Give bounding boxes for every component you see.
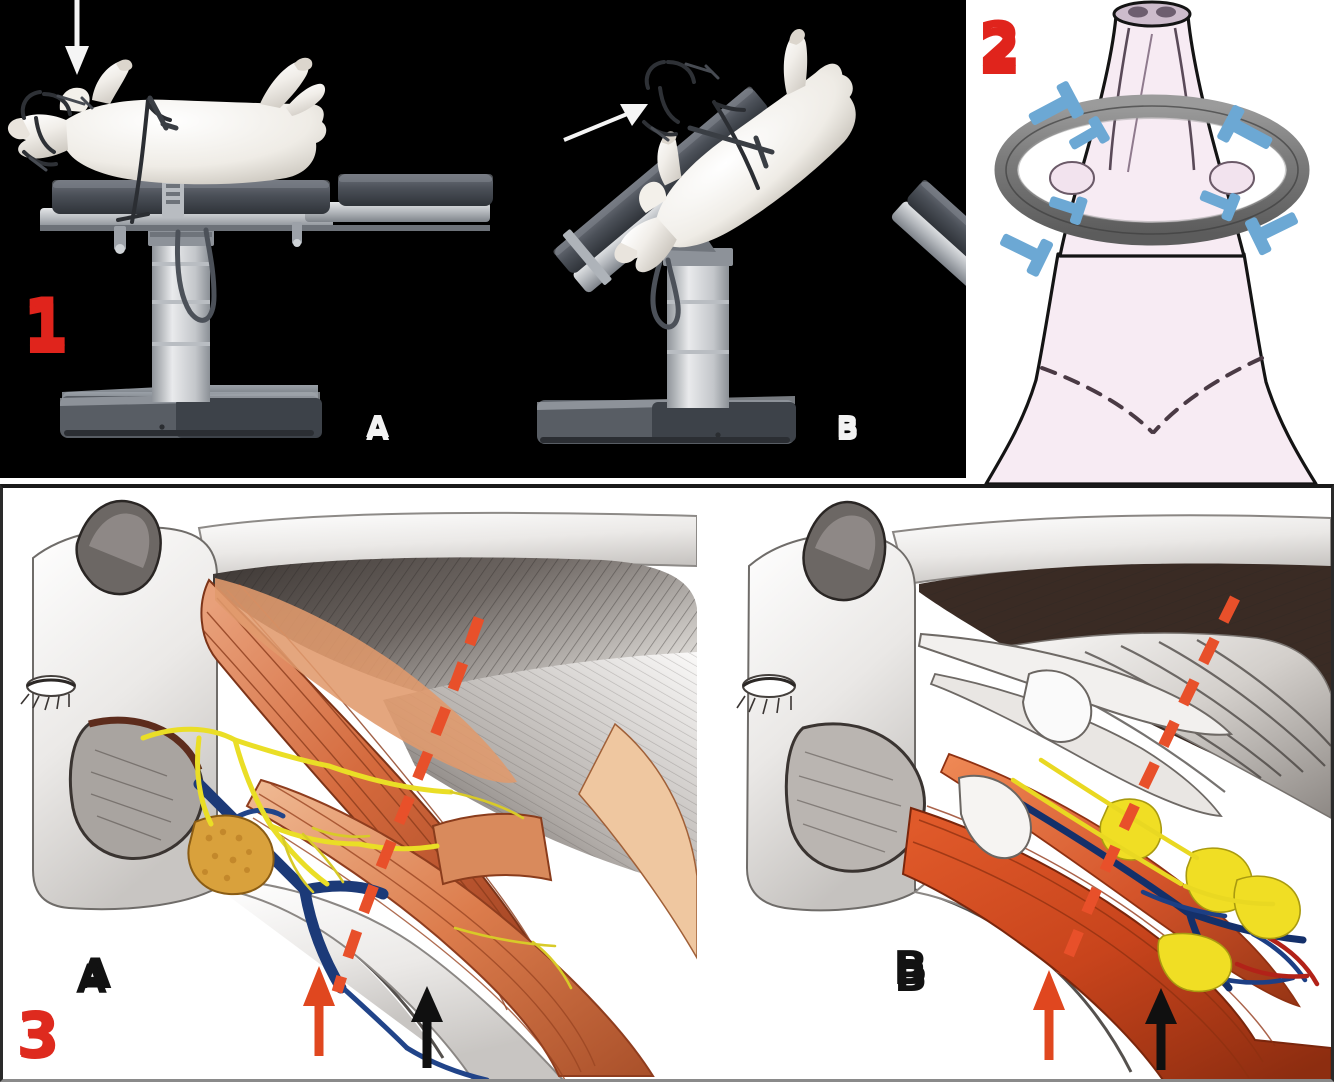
hook-upper-right <box>1217 105 1273 149</box>
subpanel-1a-group: A <box>7 57 493 448</box>
hook-lower-right <box>1245 212 1298 256</box>
restraint-rod-a <box>147 95 179 131</box>
hook-inner-left-lower <box>1048 196 1088 225</box>
panel-3-anatomy: A 3 <box>0 484 1334 1082</box>
table-base-b <box>537 396 796 444</box>
head-holder-pins-a <box>28 94 94 172</box>
panel-3b-deep-dissection: B <box>697 488 1331 1079</box>
hook-inner-right <box>1199 190 1241 222</box>
pig-supine-b <box>614 29 856 273</box>
panel-number-2-label: 2 <box>978 8 1021 81</box>
white-arrow-upright-1b <box>563 104 648 142</box>
pig-neck-outline <box>984 0 1318 484</box>
subpanel-1b-group: B <box>537 29 966 448</box>
panel-number-1: 1 <box>22 291 69 370</box>
black-arrow-3a <box>411 986 443 1068</box>
skin-flap-lower <box>213 878 564 1079</box>
sublabel-3b-label: B <box>894 951 928 1002</box>
pale-muscle-belly <box>578 722 697 960</box>
nerve-fine-branches <box>281 790 573 990</box>
flexed-leg-section-b <box>891 179 966 331</box>
retraction-hooks <box>1000 81 1298 277</box>
cut-muscle-window <box>431 812 553 886</box>
head-holder-pins-b <box>650 62 720 142</box>
dashed-incision-line-3a <box>331 616 485 994</box>
cut-tendon <box>1021 669 1093 744</box>
black-arrow-3b <box>1145 988 1177 1070</box>
panel-number-1-label: 1 <box>22 284 69 363</box>
sublabel-3b: B <box>893 941 928 995</box>
sublabel-1a-label: A <box>366 410 390 445</box>
masseter-muscle <box>784 722 926 873</box>
sublabel-3a-label: A <box>76 957 107 1003</box>
muscle-striations-2 <box>252 783 596 1079</box>
panel-3b-artwork: B <box>697 488 1331 1079</box>
table-column-b <box>661 226 733 408</box>
red-arrow-3a <box>303 966 335 1056</box>
power-cable-b <box>650 257 681 330</box>
nerve-strands-b <box>1010 757 1276 907</box>
panel-2-artwork: 2 <box>966 0 1334 484</box>
sternocephalicus-muscle <box>245 778 655 1077</box>
artery-branches <box>1234 935 1320 987</box>
retracted-skin-tabs <box>1049 161 1255 195</box>
sublabel-3a: A <box>79 949 112 998</box>
hook-inner-left <box>1069 116 1110 150</box>
panel-number-3: 3 <box>17 1000 60 1073</box>
nostril-right <box>1156 6 1176 18</box>
head-holder-a <box>20 90 72 167</box>
sublabel-1b-label: B <box>836 410 859 445</box>
sublabel-1b: B <box>836 413 859 448</box>
pig-head-3b <box>736 500 1133 1073</box>
panel-number-2: 2 <box>978 16 1021 89</box>
table-base-a <box>60 385 322 438</box>
table-column-a <box>148 224 214 402</box>
nostril-left <box>1128 6 1148 18</box>
table-pad-a <box>52 174 493 218</box>
panel-3a-artwork: A 3 <box>3 488 697 1079</box>
panel-1-artwork: A <box>0 0 966 478</box>
hook-lower-left <box>1000 233 1054 277</box>
panel-number-3-label: 3 <box>16 998 59 1071</box>
ring-retractor <box>994 94 1310 246</box>
panel-3a-superficial-dissection: A 3 <box>3 488 697 1079</box>
panel-2-schematic: 2 <box>966 0 1334 484</box>
white-arrow-down-1a <box>65 0 89 75</box>
power-cable-a <box>175 227 217 323</box>
hook-upper-left <box>1028 81 1084 126</box>
cervical-lymph-node <box>187 814 275 896</box>
hyoid-cartilage <box>957 774 1032 860</box>
dashed-incision-line-3b <box>1055 595 1240 977</box>
restraint-rod-b <box>687 125 775 169</box>
panel-1-photo: A <box>0 0 966 478</box>
dashed-incision-marking <box>1040 356 1264 434</box>
sublabel-1a: A <box>366 413 390 448</box>
red-arrow-3b <box>1033 970 1065 1060</box>
facial-nerve-branches <box>140 726 454 887</box>
